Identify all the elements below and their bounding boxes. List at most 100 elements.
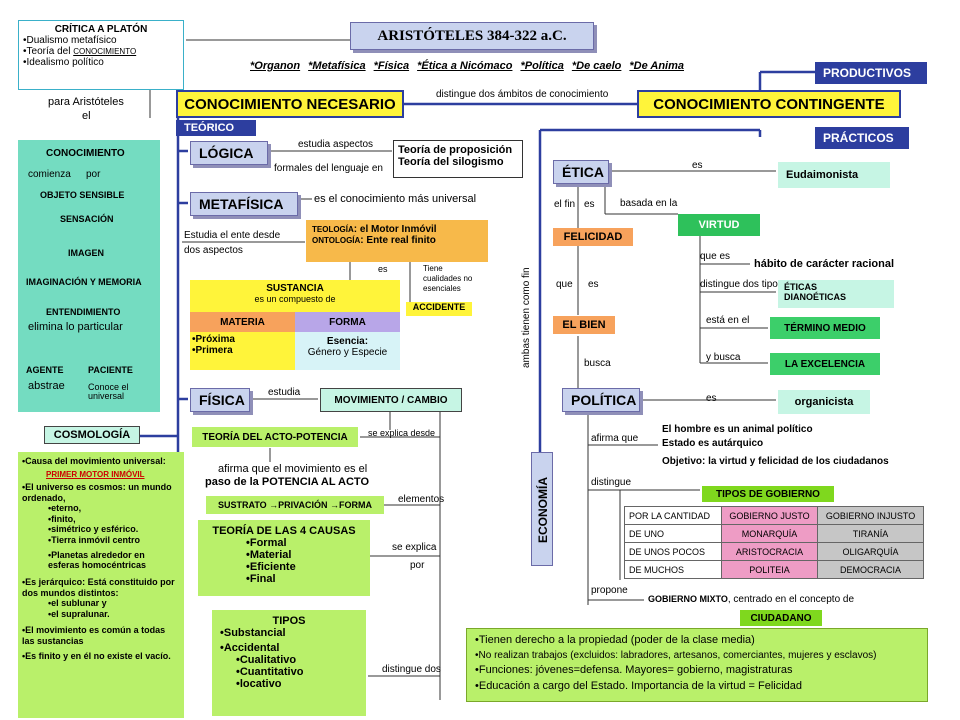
comienza-label: comienza: [28, 169, 71, 180]
gov-cell: DE UNOS POCOS: [624, 542, 722, 561]
compuesto-label: es un compuesto de: [254, 294, 336, 304]
critique-item: •Dualismo metafísico: [23, 35, 117, 46]
afirma-label: afirma que el movimiento es el: [218, 463, 368, 475]
sustancia-title: SUSTANCIA: [266, 283, 324, 294]
excelencia-box: LA EXCELENCIA: [770, 353, 880, 375]
logica-node: LÓGICA: [190, 141, 268, 165]
tiene-label: Tiene: [423, 264, 443, 273]
ciudadano-item: •Educación a cargo del Estado. Importanc…: [475, 680, 803, 693]
y-busca-label: y busca: [706, 352, 741, 363]
work-fisica: *Física: [373, 60, 410, 72]
dos-aspectos: dos aspectos: [184, 245, 243, 256]
cosmo-movimiento: las sustancias: [22, 635, 84, 646]
step-imagen: IMAGEN: [68, 248, 104, 258]
conocimiento-necesario: CONOCIMIENTO NECESARIO: [176, 90, 404, 118]
gov-cell: GOBIERNO INJUSTO: [817, 506, 924, 525]
tipo-item: •Substancial: [220, 627, 286, 639]
tipos-gobierno-box: TIPOS DE GOBIERNO: [702, 486, 834, 502]
cosmo-prop: •eterno,: [48, 503, 82, 514]
el-fin-label: el fin: [554, 199, 576, 210]
forma-header: FORMA: [295, 312, 400, 332]
logica-formales: formales del lenguaje en: [274, 163, 383, 174]
ciudadano-item: •Funciones: jóvenes=defensa. Mayores= go…: [475, 664, 793, 677]
tipo-item: •Accidental: [220, 642, 280, 654]
gov-cell: DE UNO: [624, 524, 722, 543]
ciudadano-box: CIUDADANO: [740, 610, 822, 626]
dianoeticas-label: DIANOÉTICAS: [784, 292, 847, 302]
gov-row: POR LA CANTIDAD GOBIERNO JUSTO GOBIERNO …: [624, 506, 924, 525]
politica-node: POLÍTICA: [562, 388, 640, 412]
ciudadano-details: •Tienen derecho a la propiedad (poder de…: [466, 628, 928, 702]
afirma-que-label: afirma que: [591, 433, 639, 444]
elimina-label: elimina lo particular: [28, 321, 123, 333]
etica-es: es: [692, 160, 703, 171]
paciente-label: PACIENTE: [88, 365, 133, 375]
affirmation: El hombre es un animal político: [662, 424, 813, 435]
cosmo-mundo: •el supralunar.: [48, 608, 110, 619]
por-label: por: [410, 560, 425, 571]
work-de-anima: *De Anima: [629, 60, 684, 72]
main-title: ARISTÓTELES 384-322 a.C.: [350, 22, 594, 50]
explica-desde-label: se explica desde: [368, 428, 436, 438]
ciudadano-item: •No realizan trabajos (excluidos: labrad…: [475, 649, 877, 661]
termino-medio-box: TÉRMINO MEDIO: [770, 317, 880, 339]
teologia-line: TEOLOGÍA: el Motor Inmóvil: [312, 224, 437, 235]
tiene-label: esenciales: [423, 284, 461, 293]
step-entendimiento: ENTENDIMIENTO: [46, 307, 121, 317]
work-politica: *Política: [520, 60, 564, 72]
etica-node: ÉTICA: [553, 160, 609, 184]
esta-en-label: está en el: [706, 315, 750, 326]
distingue-label: distingue: [591, 477, 632, 488]
universal-label: universal: [88, 391, 125, 401]
felicidad-box: FELICIDAD: [553, 228, 633, 246]
causa-item: •Eficiente: [246, 561, 296, 573]
habito-label: hábito de carácter racional: [754, 258, 894, 270]
materia-header: MATERIA: [190, 312, 295, 332]
para-el-text: el: [82, 110, 91, 122]
critique-item: •Idealismo político: [23, 57, 104, 68]
accidental-sub: •Cuantitativo: [236, 666, 304, 678]
genero-label: Género y Especie: [307, 347, 388, 358]
economia-box: ECONOMÍA: [531, 452, 553, 566]
gov-cell: POLITEIA: [720, 560, 819, 579]
fisica-node: FÍSICA: [190, 388, 250, 412]
cosmologia-node: COSMOLOGÍA: [44, 426, 140, 444]
gov-cell: DEMOCRACIA: [817, 560, 924, 579]
causa-item: •Formal: [246, 537, 287, 549]
work-de-caelo: *De caelo: [571, 60, 622, 72]
politica-es: es: [706, 393, 717, 404]
conocimiento-title: CONOCIMIENTO: [46, 148, 125, 159]
por-label: por: [86, 169, 101, 180]
critique-title: CRÍTICA A PLATÓN: [54, 24, 148, 35]
cosmo-prop: •finito,: [48, 513, 76, 524]
cosmo-mundo: •el sublunar y: [48, 598, 107, 609]
gov-row: DE MUCHOS POLITEIA DEMOCRACIA: [624, 560, 924, 579]
cosmo-causa: •Causa del movimiento universal:: [22, 456, 166, 466]
cosmo-jerarquico: •Es jerárquico: Está constituido por: [22, 576, 175, 587]
metafisica-es: es el conocimiento más universal: [314, 193, 477, 205]
gov-cell: POR LA CANTIDAD: [624, 506, 722, 525]
ontologia-line: ONTOLOGÍA: Ente real finito: [312, 235, 436, 246]
se-explica-label: se explica: [392, 542, 437, 553]
gov-row: DE UNOS POCOS ARISTOCRACIA OLIGARQUÍA: [624, 542, 924, 561]
logica-estudia: estudia aspectos: [298, 139, 374, 150]
paso-label: paso de la POTENCIA AL ACTO: [205, 476, 370, 488]
es-label: es: [584, 199, 595, 210]
causas-title: TEORÍA DE LAS 4 CAUSAS: [212, 525, 356, 537]
cosmo-universo: ordenado,: [22, 492, 66, 503]
cosmo-universo: •El universo es cosmos: un mundo: [22, 482, 172, 493]
cosmologia-box: •Causa del movimiento universal: PRIMER …: [18, 452, 184, 718]
virtud-box: VIRTUD: [678, 214, 760, 236]
basada-label: basada en la: [620, 198, 678, 209]
esencia-label: Esencia:: [326, 336, 369, 347]
es3-label: es: [588, 279, 599, 290]
eticas-label: ÉTICAS: [784, 282, 818, 292]
gov-row: DE UNO MONARQUÍA TIRANÍA: [624, 524, 924, 543]
works-list: *Organon *Metafísica *Física *Ética a Ni…: [250, 60, 684, 73]
distingue-label: distingue dos ámbitos de conocimiento: [436, 89, 609, 100]
tipos-box: TIPOS •Substancial •Accidental •Cualitat…: [212, 610, 366, 716]
step-imaginacion: IMAGINACIÓN Y MEMORIA: [26, 277, 142, 287]
gov-cell: DE MUCHOS: [624, 560, 722, 579]
elementos-label: elementos: [398, 494, 445, 505]
conoce-label: Conoce el: [88, 382, 129, 392]
